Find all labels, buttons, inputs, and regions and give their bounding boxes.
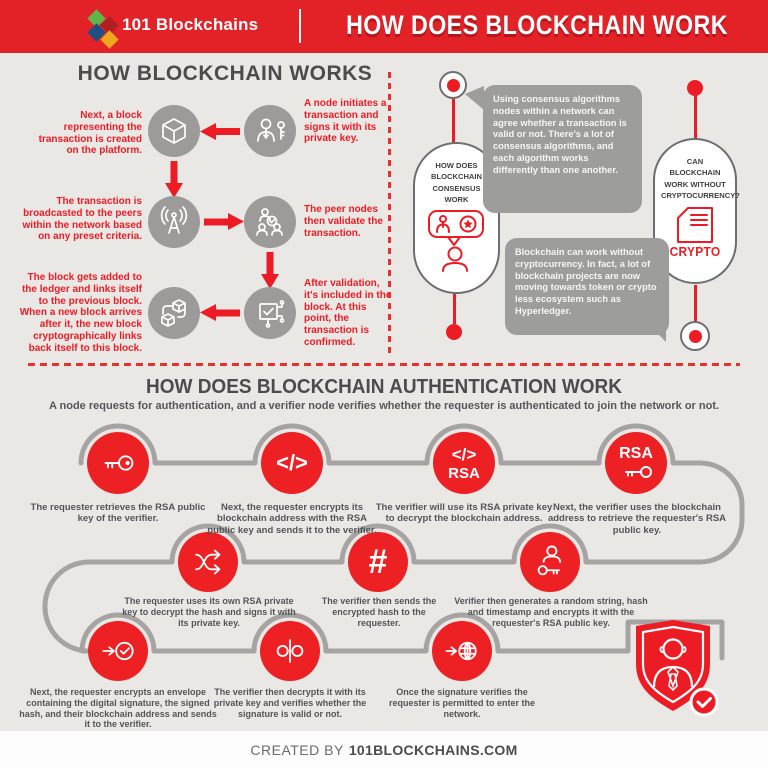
auth-step-rsa-key-circle: RSA — [605, 432, 667, 494]
works-caption-ledger: The block gets added to the ledger and l… — [19, 272, 142, 354]
linked-blocks-icon — [161, 299, 186, 327]
key-icon — [625, 465, 652, 478]
broadcast-circle — [148, 196, 200, 248]
auth-step-hash-circle: # — [348, 532, 408, 592]
horizontal-dashed-divider — [28, 363, 740, 366]
footer-prefix: CREATED BY — [250, 741, 344, 758]
brand-name: 101 Blockchains — [122, 15, 259, 34]
node-initiates-circle — [244, 105, 296, 157]
auth-step-code-circle: </> — [261, 432, 323, 494]
auth-caption-8: Next, the requester encrypts an envelope… — [19, 687, 217, 730]
red-dot — [446, 78, 460, 92]
confirm-check-icon — [259, 300, 285, 328]
footer-site-link[interactable]: 101BLOCKCHAINS.COM — [348, 741, 518, 758]
works-caption-peers: The peer nodes then validate the transac… — [304, 204, 383, 239]
auth-caption-4: Next, the verifier uses the blockchain a… — [547, 502, 727, 536]
consensus-bottom-connector — [453, 294, 456, 324]
linked-blocks-circle — [148, 287, 200, 339]
binary-circles-icon — [276, 639, 304, 663]
auth-caption-1: The requester retrieves the RSA public k… — [30, 502, 206, 525]
consensus-top-connector — [451, 99, 455, 143]
crypto-pill-title: CAN BLOCKCHAIN WORK WITHOUT CRYPTOCURREN… — [661, 157, 740, 201]
consensus-top-node — [439, 71, 467, 99]
footer-bar: CREATED BY 101BLOCKCHAINS.COM — [0, 731, 768, 768]
peer-validate-icon — [256, 208, 283, 236]
auth-caption-9: The verifier then decrypts it with its p… — [213, 687, 367, 719]
auth-caption-2: Next, the requester encrypts its blockch… — [207, 502, 377, 536]
cube-icon — [162, 118, 186, 144]
works-caption-block-created: Next, a block representing the transacti… — [38, 110, 142, 157]
community-vote-icon — [427, 209, 484, 272]
auth-caption-7: Verifier then generates a random string,… — [454, 596, 648, 628]
crypto-top-connector — [693, 94, 697, 138]
consensus-pill-title: HOW DOES BLOCKCHAIN CONSENSUS WORK — [430, 161, 483, 205]
crypto-top-dot — [687, 80, 703, 96]
works-arrows — [165, 123, 279, 321]
crypto-bottom-node — [680, 321, 710, 351]
consensus-bubble-tail — [465, 86, 484, 110]
broadcast-icon — [160, 206, 188, 234]
works-caption-node-initiates: A node initiates a transaction and signs… — [304, 98, 387, 145]
code-icon: </> — [451, 444, 477, 464]
send-globe-icon — [445, 641, 477, 661]
rsa-label: RSA — [448, 464, 480, 482]
block-created-circle — [148, 105, 200, 157]
vertical-dashed-divider — [388, 72, 391, 354]
crypto-bottom-connector — [693, 285, 697, 321]
auth-step-generate-circle — [520, 532, 580, 592]
key-icon — [104, 455, 134, 471]
confirmed-circle — [244, 287, 296, 339]
red-dot — [688, 329, 702, 343]
brand-logo-icon — [86, 9, 122, 49]
header-divider — [299, 9, 301, 43]
auth-path — [42, 423, 745, 661]
hash-icon: # — [368, 543, 388, 581]
header-bar: 101 Blockchains HOW DOES BLOCKCHAIN WORK — [0, 0, 768, 53]
auth-step-code-rsa-circle: </> RSA — [433, 432, 495, 494]
rsa-label: RSA — [619, 444, 653, 462]
auth-caption-3: The verifier will use its RSA private ke… — [375, 502, 553, 525]
crypto-bubble: Blockchain can work without cryptocurren… — [505, 238, 669, 335]
verified-user-shield-icon — [636, 620, 719, 717]
auth-subtitle: A node requests for authentication, and … — [48, 400, 720, 412]
auth-caption-10: Once the signature verifies the requeste… — [388, 687, 536, 719]
page-title: HOW DOES BLOCKCHAIN WORK — [346, 10, 728, 40]
consensus-bottom-dot — [446, 324, 462, 340]
auth-step-network-circle — [432, 621, 492, 681]
crypto-bubble-tail — [644, 320, 666, 342]
works-title: HOW BLOCKCHAIN WORKS — [77, 62, 373, 85]
works-caption-confirmed: After validation, it's included in the b… — [304, 278, 392, 348]
shuffle-arrows-icon — [195, 549, 221, 575]
code-icon: </> — [276, 450, 308, 475]
auth-step-decrypt-circle — [260, 621, 320, 681]
user-key-icon — [257, 118, 285, 142]
auth-step-envelope-circle — [88, 621, 148, 681]
user-key-icon — [537, 545, 561, 576]
auth-step-sign-circle — [178, 532, 238, 592]
auth-caption-6: The verifier then sends the encrypted ha… — [321, 596, 437, 628]
crypto-doc-label: CRYPTO — [669, 243, 721, 259]
auth-title: HOW DOES BLOCKCHAIN AUTHENTICATION WORK — [145, 376, 623, 398]
send-check-icon — [102, 641, 134, 661]
auth-step-key-circle — [87, 432, 149, 494]
auth-caption-5: The requester uses its own RSA private k… — [122, 596, 296, 628]
peers-validate-circle — [244, 196, 296, 248]
consensus-bubble: Using consensus algorithms nodes within … — [483, 85, 642, 213]
crypto-document-icon — [677, 206, 713, 243]
works-caption-broadcast: The transaction is broadcasted to the pe… — [22, 196, 142, 243]
